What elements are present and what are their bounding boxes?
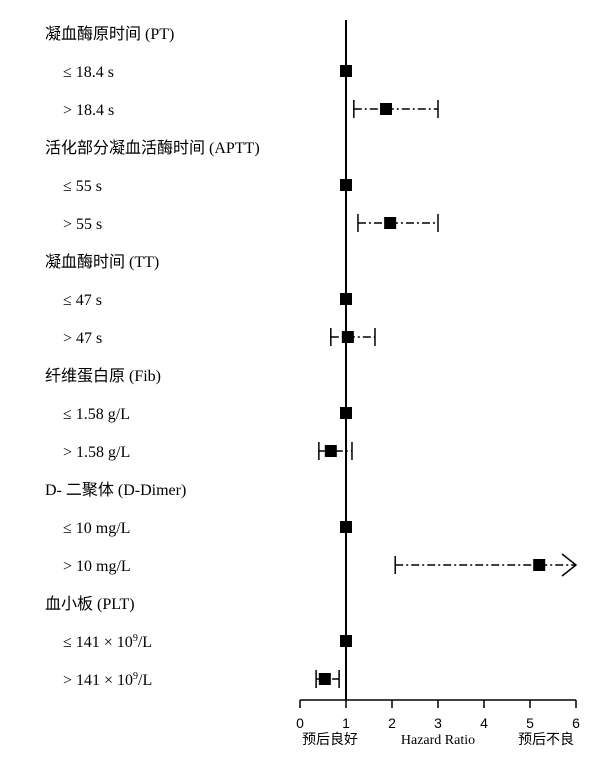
group-label: 凝血酶原时间 (PT) (45, 25, 174, 43)
tick-label: 4 (480, 715, 488, 731)
right-note: 预后不良 (518, 732, 574, 748)
x-axis-label: Hazard Ratio (401, 733, 475, 748)
hr-point (384, 217, 397, 229)
x-axis: 0 1 2 3 4 5 6 (296, 699, 580, 731)
row-label: ≤ 10 mg/L (63, 520, 130, 537)
group-label: 纤维蛋白原 (Fib) (45, 367, 161, 385)
row-label: > 55 s (63, 216, 102, 233)
row-label: > 18.4 s (63, 102, 114, 119)
row-label: ≤ 47 s (63, 292, 102, 309)
tick-label: 1 (342, 715, 350, 731)
tick-label: 5 (526, 715, 534, 731)
hr-point (340, 407, 352, 419)
hr-point (533, 559, 546, 571)
row-label: ≤ 141 × 109/L (63, 633, 152, 651)
left-note: 预后良好 (302, 732, 358, 748)
row-label: > 10 mg/L (63, 558, 131, 575)
row-label: > 1.58 g/L (63, 444, 130, 461)
hr-point (380, 103, 393, 115)
group-label: D- 二聚体 (D-Dimer) (45, 481, 186, 499)
tick-label: 0 (296, 715, 304, 731)
group-label: 活化部分凝血活酶时间 (APTT) (45, 139, 260, 157)
tick-label: 2 (388, 715, 396, 731)
row-label: ≤ 1.58 g/L (63, 406, 130, 423)
hr-point (318, 673, 331, 685)
tick-label: 3 (434, 715, 442, 731)
hr-point (324, 445, 337, 457)
hr-point (340, 65, 352, 77)
row-label: > 141 × 109/L (63, 671, 152, 689)
row-label: ≤ 55 s (63, 178, 102, 195)
group-label: 凝血酶时间 (TT) (45, 253, 159, 271)
hr-point (340, 293, 352, 305)
hr-point (340, 521, 352, 533)
hr-point (341, 331, 354, 343)
hr-point (340, 179, 352, 191)
ci-arrow (561, 553, 578, 577)
row-label: ≤ 18.4 s (63, 64, 114, 81)
group-label: 血小板 (PLT) (45, 595, 135, 613)
tick-label: 6 (572, 715, 580, 731)
hr-point (340, 635, 352, 647)
row-label: > 47 s (63, 330, 102, 347)
